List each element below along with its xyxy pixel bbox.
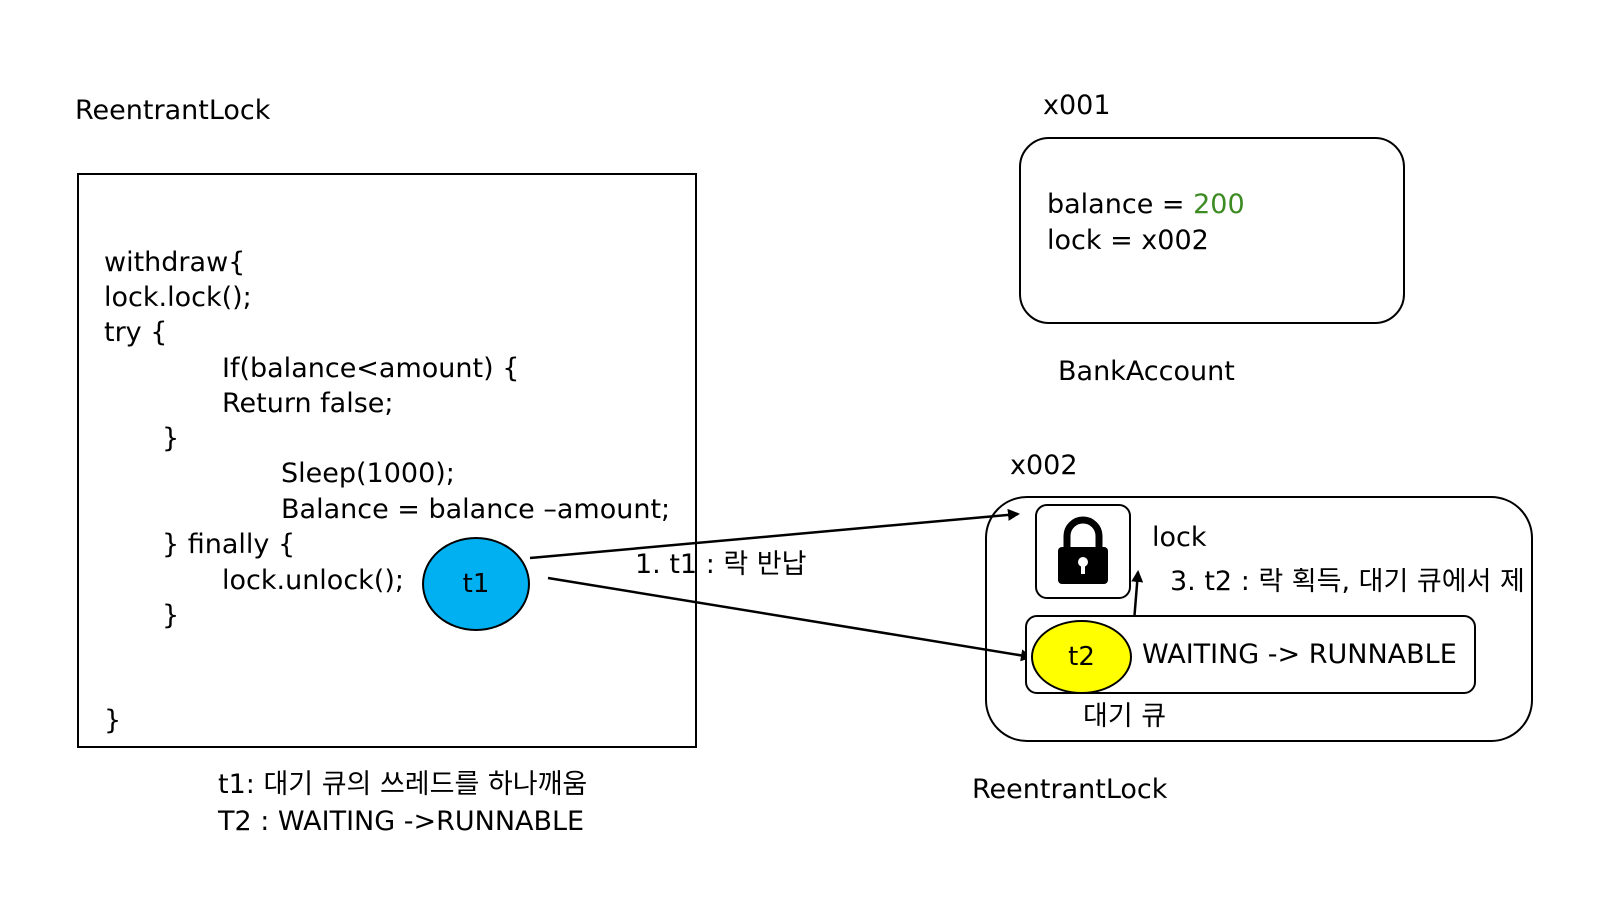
balance-value: 200 — [1193, 189, 1245, 220]
step3-annotation: 3. t2 : 락 획득, 대기 큐에서 제 — [1170, 568, 1525, 595]
padlock-icon — [1058, 516, 1108, 584]
reentrant-lock-box — [985, 496, 1533, 742]
thread-t2-label: t2 — [1068, 642, 1095, 672]
bank-account-caption: BankAccount — [1058, 356, 1235, 387]
code-line: Sleep(1000); — [281, 458, 455, 489]
code-line: Return false; — [222, 388, 394, 419]
arrow-t1-to-t2 — [547, 576, 1033, 662]
code-line: lock.lock(); — [104, 282, 252, 313]
code-line: withdraw{ — [104, 247, 246, 278]
lock-label: lock — [1152, 522, 1207, 553]
code-line: lock.unlock(); — [222, 565, 404, 596]
code-line: If(balance<amount) { — [222, 353, 520, 384]
code-box-title: ReentrantLock — [75, 95, 271, 126]
code-line: } — [162, 600, 180, 631]
bank-account-balance: balance = 200 — [1047, 191, 1245, 218]
code-box — [77, 173, 697, 748]
code-line: Balance = balance –amount; — [281, 494, 671, 525]
code-line: } — [162, 423, 180, 454]
bank-account-address: x001 — [1043, 90, 1111, 121]
code-box-caption-line2: T2 : WAITING ->RUNNABLE — [218, 806, 585, 837]
queue-caption: 대기 큐 — [1083, 701, 1167, 732]
balance-label: balance = — [1047, 189, 1194, 220]
bank-account-lock: lock = x002 — [1047, 225, 1209, 256]
thread-t2: t2 — [1031, 620, 1132, 694]
reentrant-lock-caption: ReentrantLock — [972, 774, 1168, 805]
thread-t1: t1 — [422, 537, 530, 631]
code-line: } finally { — [162, 529, 296, 560]
code-line: try { — [104, 317, 168, 348]
reentrant-lock-address: x002 — [1010, 450, 1078, 481]
code-box-caption-line1: t1: 대기 큐의 쓰레드를 하나깨움 — [218, 769, 588, 800]
step1-annotation: 1. t1 : 락 반납 — [635, 549, 807, 580]
thread-t1-label: t1 — [462, 569, 490, 599]
lock-icon-box — [1035, 504, 1131, 599]
arrow-t1-to-lock — [529, 508, 1020, 560]
queue-state: WAITING -> RUNNABLE — [1142, 639, 1457, 670]
code-line: } — [104, 705, 122, 736]
bank-account-box — [1019, 137, 1405, 324]
